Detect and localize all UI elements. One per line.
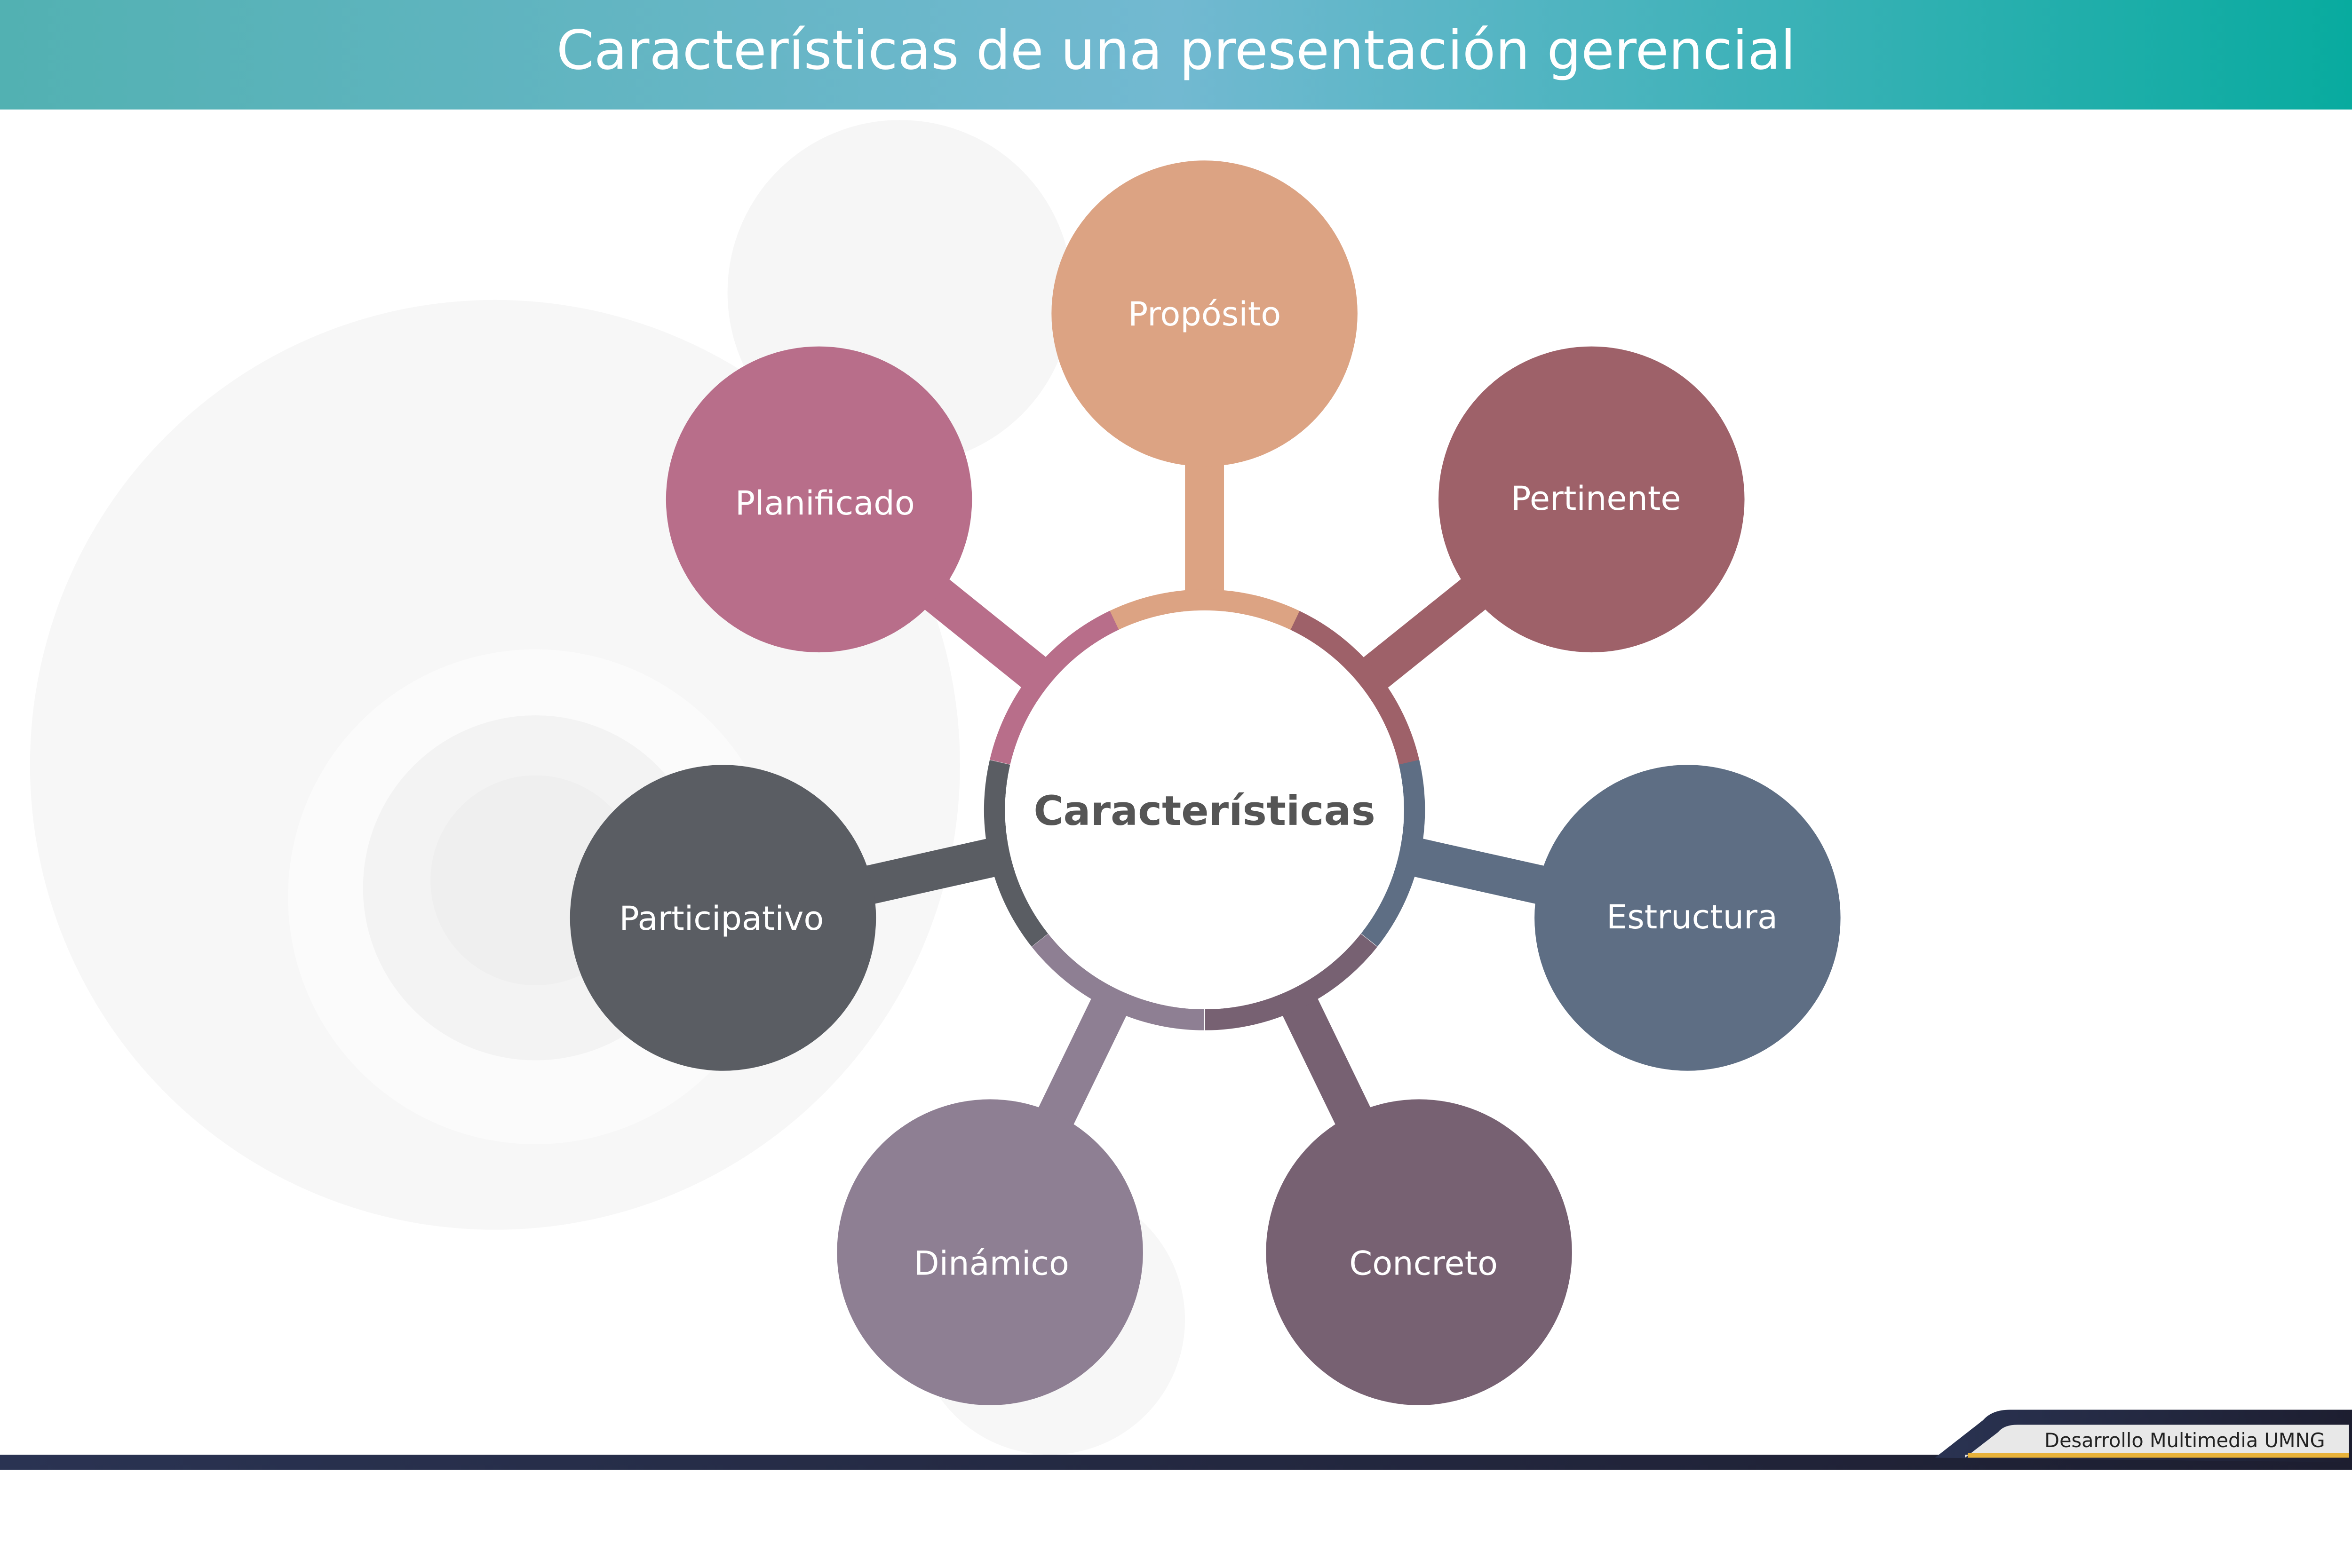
node-estructura: Estructura [1534, 765, 1841, 1071]
ring-segment [1290, 611, 1420, 765]
node-label: Concreto [1349, 1244, 1498, 1283]
ring-segment [1205, 934, 1377, 1030]
ring-segment [1032, 934, 1204, 1030]
node-circle [837, 1099, 1143, 1405]
ring-segment [984, 760, 1049, 947]
node-circle [570, 765, 876, 1071]
center-label: Características [1033, 788, 1375, 835]
node-circle [666, 346, 972, 653]
footer-label: Desarrollo Multimedia UMNG [2044, 1429, 2325, 1452]
node-label: Propósito [1128, 295, 1281, 333]
node-label: Participativo [619, 899, 824, 938]
node-planificado: Planificado [666, 346, 972, 653]
slide: Características de una presentación gere… [0, 0, 2352, 1470]
footer: Desarrollo Multimedia UMNG [0, 1410, 2352, 1470]
page-title: Características de una presentación gere… [556, 19, 1796, 82]
node-label: Planificado [735, 484, 915, 523]
node-label: Estructura [1606, 898, 1778, 936]
node-label: Pertinente [1511, 479, 1681, 518]
header-bar [0, 0, 2352, 110]
ring-segment [990, 610, 1119, 765]
node-dinamico: Dinámico [837, 1099, 1143, 1405]
node-circle [1266, 1099, 1572, 1405]
center-ring [984, 589, 1425, 1030]
ring-segment [1109, 589, 1300, 630]
center-circle [1005, 610, 1404, 1010]
node-circle [1051, 160, 1358, 467]
ring-segment [1361, 760, 1425, 947]
node-concreto: Concreto [1266, 1099, 1572, 1405]
node-circle [1438, 346, 1745, 653]
node-label: Dinámico [914, 1244, 1069, 1283]
node-participativo: Participativo [570, 765, 876, 1071]
node-circle [1534, 765, 1841, 1071]
node-pertinente: Pertinente [1438, 346, 1745, 653]
node-proposito: Propósito [1051, 160, 1358, 467]
